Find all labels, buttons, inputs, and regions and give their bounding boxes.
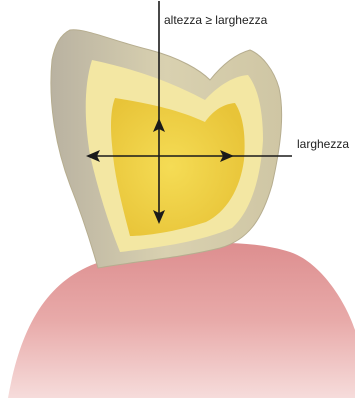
gum xyxy=(8,243,355,398)
height-label: altezza ≥ larghezza xyxy=(164,13,267,27)
width-label: larghezza xyxy=(297,137,349,151)
